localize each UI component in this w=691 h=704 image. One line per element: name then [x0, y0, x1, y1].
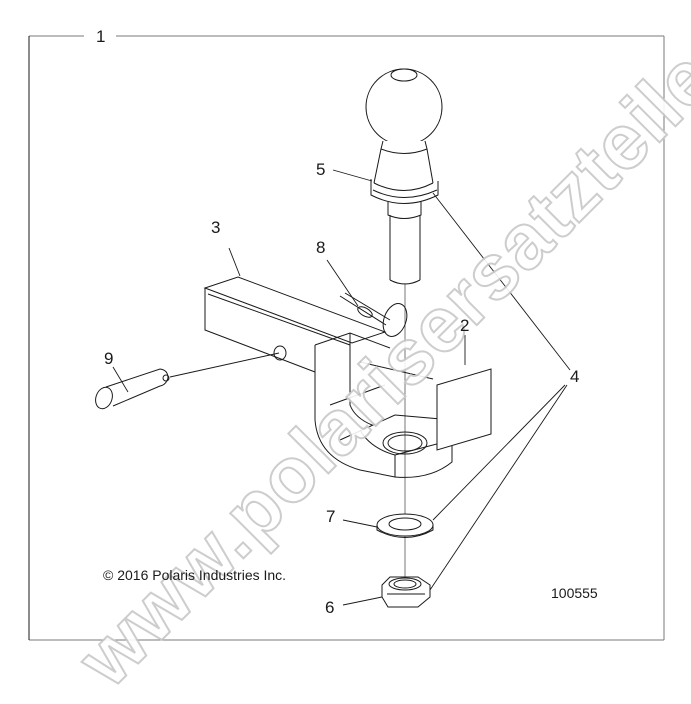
hitch-pin-part: [95, 352, 280, 410]
parts-diagram: www.polarisersatzteile.de 1 5 3 8 2 9 4 …: [28, 0, 691, 704]
callout-1[interactable]: 1: [94, 27, 108, 46]
washer-part: [376, 513, 434, 538]
callout-7[interactable]: 7: [326, 507, 336, 526]
ball-mount-part: [314, 332, 453, 478]
receiver-tube-part: [203, 276, 387, 373]
hex-nut-part: [381, 576, 431, 608]
callout-4[interactable]: 4: [570, 367, 580, 386]
leader-lines: [112, 169, 571, 606]
callout-6[interactable]: 6: [325, 598, 335, 617]
callout-3[interactable]: 3: [211, 218, 221, 237]
hitch-ball-part: [365, 68, 443, 285]
copyright-notice: © 2016 Polaris Industries Inc.: [103, 567, 287, 583]
label-decal-part: [436, 368, 492, 451]
callout-9[interactable]: 9: [104, 349, 114, 368]
callout-8[interactable]: 8: [316, 238, 326, 257]
assembly-frame: [28, 35, 665, 641]
callout-5[interactable]: 5: [316, 160, 326, 179]
drawing-number: 100555: [551, 585, 598, 601]
callout-2[interactable]: 2: [460, 316, 470, 335]
exploded-view-drawing: [28, 35, 665, 641]
